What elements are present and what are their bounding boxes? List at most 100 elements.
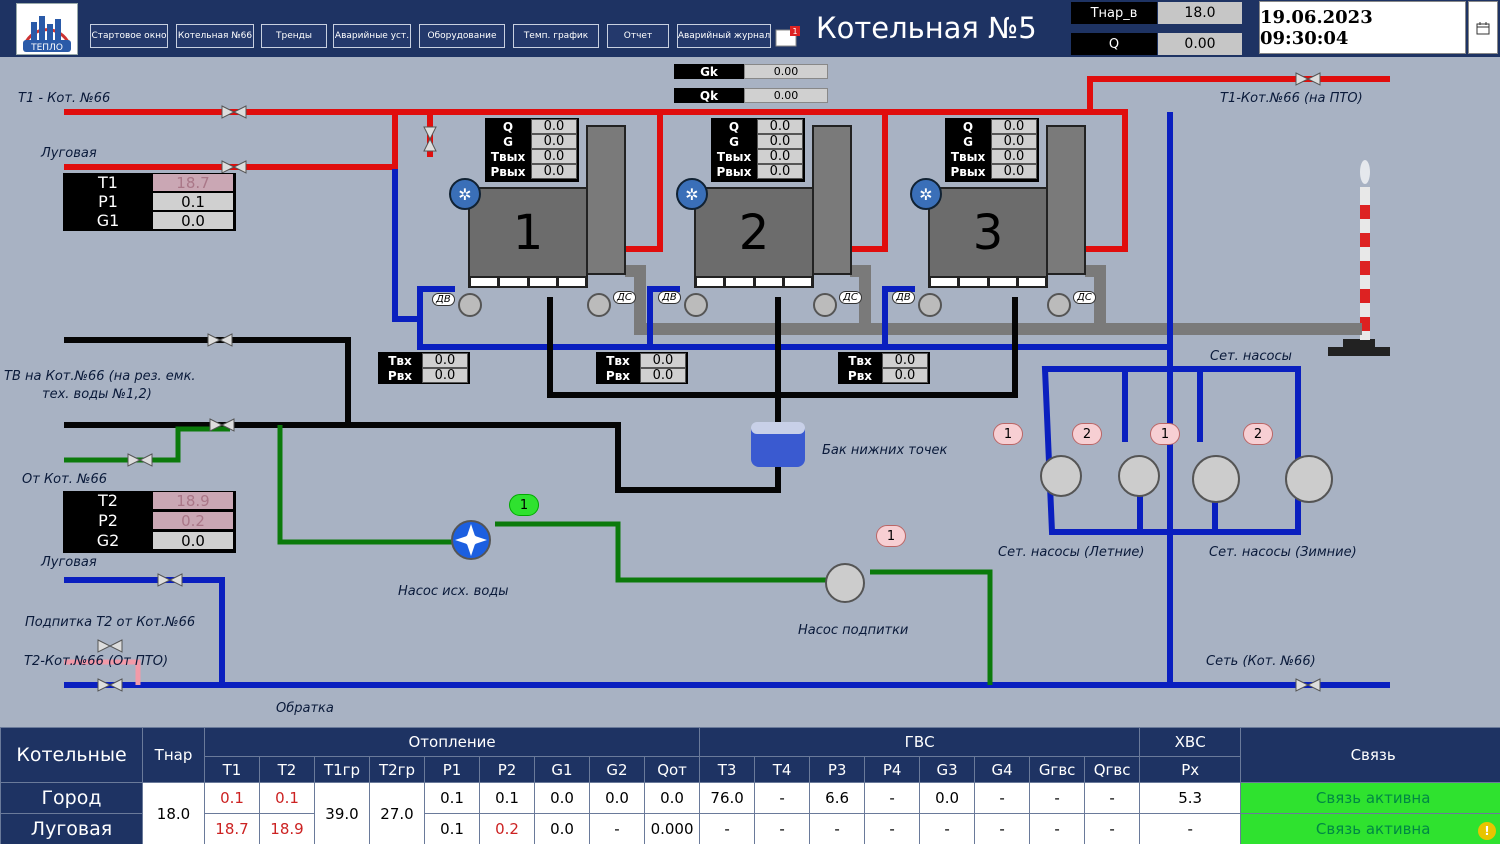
network-pump-badge-2: 2 <box>1072 423 1102 445</box>
cell: - <box>1029 782 1086 814</box>
col-g1: G1 <box>534 756 590 783</box>
network-pump-summer-1-icon[interactable] <box>1040 455 1082 497</box>
network-pump-summer-2-icon[interactable] <box>1118 455 1160 497</box>
q-value: 0.00 <box>1158 33 1242 55</box>
burner-3-icon[interactable]: ✲ <box>910 178 942 210</box>
dv-1-label: ДВ <box>432 293 455 306</box>
col-tnar: Тнар <box>142 727 205 783</box>
col-t1gr: T1гр <box>314 756 370 783</box>
cell: 0.0 <box>919 782 976 814</box>
raw-water-pump-icon[interactable] <box>451 520 491 560</box>
cell: - <box>1084 782 1141 814</box>
col-group-gvs: ГВС <box>699 727 1141 757</box>
label-t2-kot66: Т2-Кот.№66 (От ПТО) <box>24 654 169 669</box>
cell: 0.1 <box>204 782 260 814</box>
header-bar: ТЕПЛО Стартовое окно Котельная №66 Тренд… <box>0 0 1500 57</box>
calendar-icon[interactable] <box>1468 1 1498 54</box>
boiler-3[interactable]: 3 <box>928 187 1048 279</box>
burner-1-icon[interactable]: ✲ <box>449 178 481 210</box>
cell: - <box>589 813 645 844</box>
label-network-kot66: Сеть (Кот. №66) <box>1206 654 1316 669</box>
alarm-journal-icon[interactable]: 1 <box>774 24 802 48</box>
label-obratka: Обратка <box>276 701 334 716</box>
boiler-2[interactable]: 2 <box>694 187 814 279</box>
cell: - <box>1029 813 1086 844</box>
chimney <box>1328 160 1390 356</box>
cell: - <box>809 813 866 844</box>
label-raw-water-pump: Насос исх. воды <box>398 584 509 599</box>
summary-table: Котельные Тнар Отопление ГВС ХВС Связь T… <box>0 727 1500 844</box>
boiler-1-burners <box>468 276 588 288</box>
dv-3-fan-icon[interactable] <box>918 293 942 317</box>
label-tank: Бак нижних точек <box>822 443 948 458</box>
ds-2-label: ДС <box>839 291 862 304</box>
boiler-3-economizer <box>1046 125 1086 275</box>
makeup-pump-badge: 1 <box>876 525 906 547</box>
dv-1-fan-icon[interactable] <box>458 293 482 317</box>
ds-3-fan-icon[interactable] <box>1047 293 1071 317</box>
network-pump-winter-1-icon[interactable] <box>1192 455 1240 503</box>
label-makeup-pump: Насос подпитки <box>798 623 909 638</box>
tnar-cell: 18.0 <box>142 782 205 844</box>
t-nar-value: 18.0 <box>1158 2 1242 24</box>
ds-2-fan-icon[interactable] <box>813 293 837 317</box>
nav-report-button[interactable]: Отчет <box>607 24 669 48</box>
nav-alarm-settings-button[interactable]: Аварийные уст. <box>333 24 411 48</box>
cell: 27.0 <box>369 782 425 844</box>
table-row: Луговая 18.7 18.9 0.1 0.2 0.0 - 0.000 - … <box>0 813 1500 844</box>
boiler-1[interactable]: 1 <box>468 187 588 279</box>
ds-3-label: ДС <box>1073 291 1096 304</box>
label-lugovaya-top: Луговая <box>41 146 97 161</box>
link-status-lugovaya: Связь активна <box>1240 813 1500 844</box>
link-status-gorod: Связь активна <box>1240 782 1500 814</box>
label-network-pumps: Сет. насосы <box>1210 349 1292 364</box>
col-t4: T4 <box>754 756 811 783</box>
label-lugovaya-bottom: Луговая <box>41 555 97 570</box>
cell: 18.7 <box>204 813 260 844</box>
svg-text:1: 1 <box>792 27 797 36</box>
nav-alarm-journal-button[interactable]: Аварийный журнал <box>677 24 771 48</box>
warning-icon[interactable]: ! <box>1478 822 1496 840</box>
ds-1-fan-icon[interactable] <box>587 293 611 317</box>
cell: - <box>1084 813 1141 844</box>
burner-2-icon[interactable]: ✲ <box>676 178 708 210</box>
network-pump-winter-2-icon[interactable] <box>1285 455 1333 503</box>
dv-3-label: ДВ <box>892 291 915 304</box>
cell: 0.0 <box>643 782 701 814</box>
label-network-pumps-summer: Сет. насосы (Летние) <box>998 545 1145 560</box>
col-p3: P3 <box>809 756 866 783</box>
cell: - <box>919 813 976 844</box>
col-g4: G4 <box>974 756 1031 783</box>
pipe-network <box>64 72 1390 692</box>
cell: - <box>754 813 811 844</box>
label-t1-kot66: Т1 - Кот. №66 <box>18 91 111 106</box>
cell: 0.0 <box>534 782 590 814</box>
network-pump-badge-3: 1 <box>1150 423 1180 445</box>
cell: - <box>699 813 756 844</box>
cell: 18.9 <box>259 813 315 844</box>
ds-1-label: ДС <box>613 291 636 304</box>
dv-2-fan-icon[interactable] <box>684 293 708 317</box>
nav-kotelnaya66-button[interactable]: Котельная №66 <box>176 24 254 48</box>
network-pump-badge-1: 1 <box>993 423 1023 445</box>
nav-trends-button[interactable]: Тренды <box>261 24 327 48</box>
cell: - <box>864 782 921 814</box>
nav-temp-graph-button[interactable]: Темп. график <box>513 24 599 48</box>
nav-equipment-button[interactable]: Оборудование <box>419 24 505 48</box>
t-nar-label: Тнар_в <box>1071 2 1157 24</box>
col-px: Px <box>1139 756 1242 783</box>
row-name: Город <box>0 782 143 814</box>
dv-2-label: ДВ <box>658 291 681 304</box>
makeup-pump-icon[interactable] <box>825 563 865 603</box>
nav-start-button[interactable]: Стартовое окно <box>90 24 168 48</box>
col-t1: T1 <box>204 756 260 783</box>
cell: 0.1 <box>479 782 535 814</box>
col-ggvs: Gгвс <box>1029 756 1086 783</box>
col-p1: P1 <box>424 756 480 783</box>
